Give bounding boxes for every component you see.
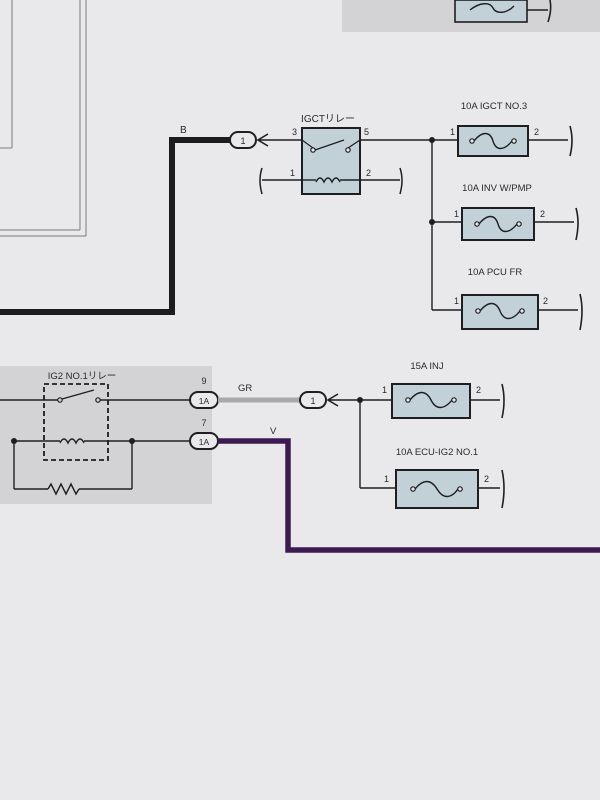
v-wire [218, 438, 600, 553]
svg-text:1A: 1A [199, 437, 210, 447]
svg-text:10A PCU FR: 10A PCU FR [468, 267, 523, 278]
lower-bus-junction [357, 397, 363, 403]
svg-text:9: 9 [201, 376, 206, 386]
svg-text:10A INV W/PMP: 10A INV W/PMP [462, 183, 532, 194]
page-frame-lines [0, 0, 87, 237]
svg-text:2: 2 [484, 474, 489, 484]
svg-text:2: 2 [476, 385, 481, 395]
top-connector: 1 [229, 131, 269, 149]
svg-text:10A IGCT NO.3: 10A IGCT NO.3 [461, 101, 527, 112]
svg-text:2: 2 [540, 209, 545, 219]
ig2-connector-7: 7 1A [189, 418, 219, 450]
svg-text:1: 1 [290, 168, 295, 178]
ig2-connector-9: 9 1A [189, 376, 219, 409]
svg-text:10A ECU-IG2 NO.1: 10A ECU-IG2 NO.1 [396, 447, 478, 458]
svg-text:2: 2 [543, 296, 548, 306]
svg-text:1: 1 [450, 127, 455, 137]
svg-text:2: 2 [366, 168, 371, 178]
svg-text:1: 1 [310, 396, 315, 406]
igct-coil-leads [259, 167, 403, 195]
svg-text:1: 1 [454, 209, 459, 219]
b-wire [0, 137, 230, 315]
svg-text:2: 2 [534, 127, 539, 137]
svg-text:1: 1 [382, 385, 387, 395]
svg-text:7: 7 [201, 418, 206, 428]
svg-text:1: 1 [454, 296, 459, 306]
partial-fuse-panel [342, 0, 600, 32]
svg-text:1: 1 [384, 474, 389, 484]
ig2-relay-title: IG2 NO.1リレー [48, 371, 117, 382]
svg-text:3: 3 [292, 127, 297, 137]
fuse-igct-no3: 10A IGCT NO.3 1 2 [432, 101, 573, 157]
gr-wire-label: GR [238, 383, 252, 394]
ig2-relay: IG2 NO.1リレー [0, 371, 192, 496]
svg-text:1A: 1A [199, 396, 210, 406]
b-wire-label: B [180, 125, 187, 136]
svg-text:1: 1 [240, 136, 245, 146]
svg-text:5: 5 [364, 127, 369, 137]
fuse-pcu-fr: 10A PCU FR 1 2 [432, 267, 583, 331]
fuse-inv-wpmp: 10A INV W/PMP 1 2 [432, 183, 579, 241]
fuse-inj: 15A INJ 1 2 [382, 361, 505, 419]
igct-relay-title: IGCTリレー [301, 114, 355, 125]
fuse-ecu-ig2-no1: 10A ECU-IG2 NO.1 1 2 [360, 447, 505, 509]
v-wire-label: V [270, 426, 277, 437]
ig2-panel [0, 366, 212, 504]
svg-text:15A INJ: 15A INJ [410, 361, 444, 372]
igct-relay: IGCTリレー 3 5 1 2 [290, 114, 371, 195]
